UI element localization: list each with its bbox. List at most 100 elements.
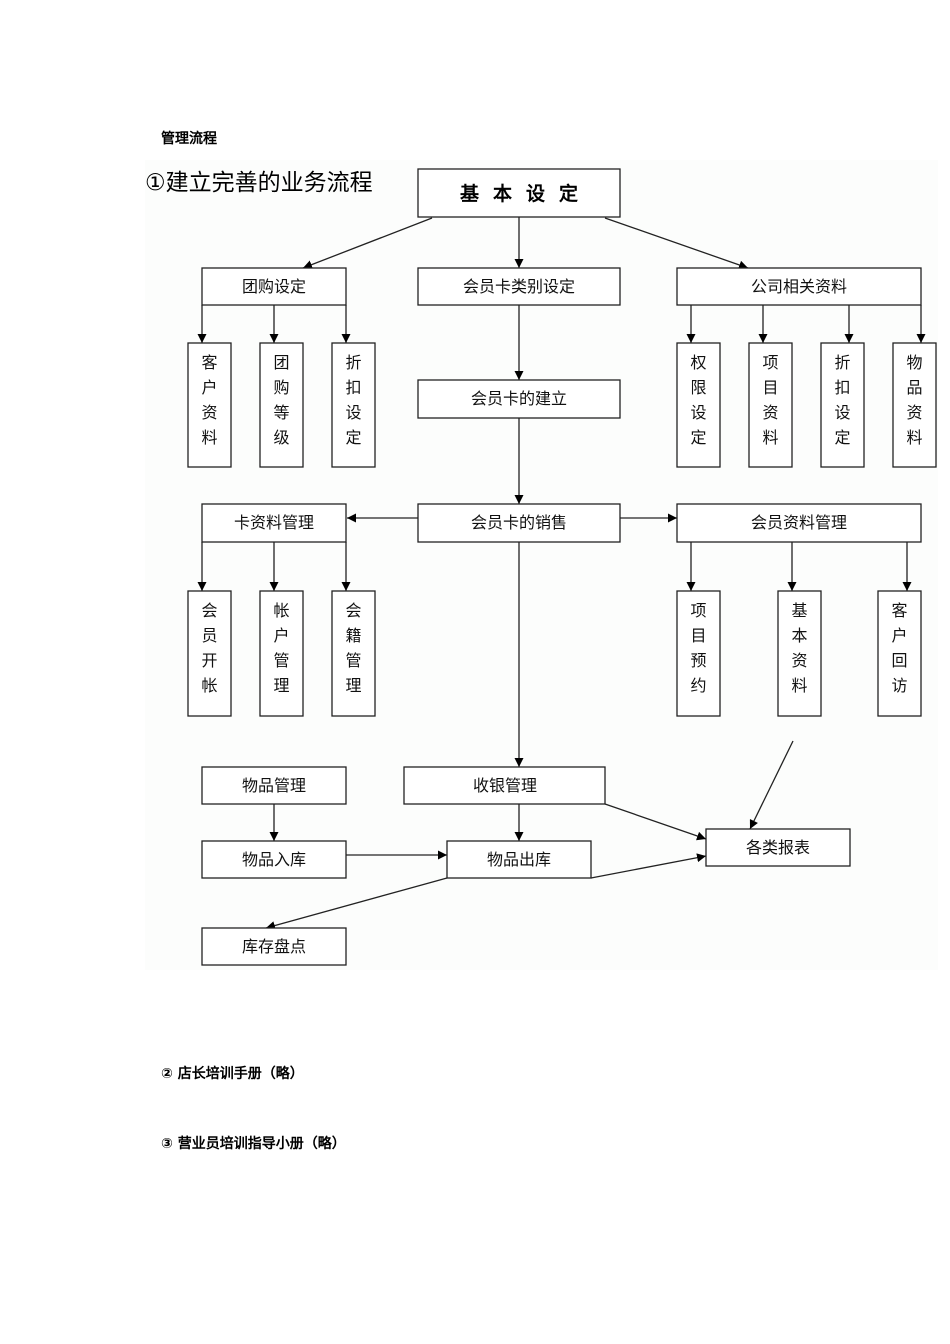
node-gb-discount-char: 扣 <box>345 378 361 397</box>
node-mm-basic-char: 资 <box>791 651 807 670</box>
node-mm-booking-char: 约 <box>690 676 706 695</box>
node-mm-followup-char: 回 <box>891 651 907 670</box>
node-card-create: 会员卡的建立 <box>417 379 621 419</box>
node-gb-customer-char: 料 <box>201 428 217 447</box>
node-cashier-mgmt: 收银管理 <box>403 766 606 805</box>
node-inventory-label: 库存盘点 <box>242 937 306 956</box>
node-gb-customer-char: 资 <box>201 403 217 422</box>
node-root: 基本设定 <box>417 168 621 218</box>
node-ci-discount-char: 定 <box>834 428 850 447</box>
node-cm-account-char: 户 <box>273 626 289 645</box>
node-cm-membership-char: 理 <box>345 676 361 695</box>
diagram-title: ①建立完善的业务流程 <box>145 170 373 196</box>
node-group-buy-label: 团购设定 <box>242 277 306 296</box>
node-gb-discount-char: 设 <box>345 403 361 422</box>
node-ci-project-char: 料 <box>762 428 778 447</box>
node-ci-project-char: 项 <box>762 353 778 372</box>
node-mm-basic-char: 基 <box>791 601 807 620</box>
node-cm-open-char: 会 <box>201 601 217 620</box>
node-card-sale-label: 会员卡的销售 <box>471 513 567 532</box>
node-gb-level-char: 购 <box>273 378 289 397</box>
node-mm-followup-char: 访 <box>891 676 907 695</box>
node-inventory: 库存盘点 <box>201 927 347 966</box>
node-cm-account-char: 帐 <box>273 601 289 620</box>
node-cm-membership-char: 籍 <box>345 626 361 645</box>
node-ci-goods-char: 资 <box>906 403 922 422</box>
section-store-manager-manual: ② 店长培训手册（略） <box>161 1066 304 1082</box>
node-goods-in: 物品入库 <box>201 840 347 879</box>
node-ci-discount-char: 折 <box>834 353 850 372</box>
node-ci-project-char: 目 <box>762 378 778 397</box>
arrow-root-to-groupbuy <box>302 217 433 269</box>
node-gb-discount-char: 定 <box>345 428 361 447</box>
node-mm-followup-char: 客 <box>891 601 907 620</box>
node-goods-out-label: 物品出库 <box>487 850 551 869</box>
node-ci-goods-char: 物 <box>906 353 922 372</box>
node-ci-goods-char: 品 <box>906 378 922 397</box>
node-card-type-label: 会员卡类别设定 <box>463 277 575 296</box>
node-card-sale: 会员卡的销售 <box>417 503 621 543</box>
node-card-info-mgmt-label: 卡资料管理 <box>234 513 314 532</box>
node-mm-booking-char: 预 <box>690 651 706 670</box>
node-goods-in-label: 物品入库 <box>242 850 306 869</box>
node-card-type: 会员卡类别设定 <box>417 267 621 306</box>
node-cm-open-char: 开 <box>201 651 217 670</box>
node-mm-booking-char: 项 <box>690 601 706 620</box>
arrow-out-to-reports <box>590 853 707 879</box>
node-cm-open-char: 帐 <box>201 676 217 695</box>
arrow-out-to-inventory <box>265 877 448 930</box>
connectors <box>197 217 926 930</box>
node-card-info-mgmt: 卡资料管理 <box>201 503 347 543</box>
node-gb-customer-char: 客 <box>201 353 217 372</box>
node-reports-label: 各类报表 <box>746 838 810 857</box>
node-ci-permission-char: 设 <box>690 403 706 422</box>
node-mm-basic-char: 本 <box>791 626 807 645</box>
node-gb-discount-char: 折 <box>345 353 361 372</box>
node-ci-permission-char: 定 <box>690 428 706 447</box>
node-gb-level-char: 等 <box>273 403 289 422</box>
node-group-buy: 团购设定 <box>201 267 347 306</box>
node-ci-discount-char: 扣 <box>834 378 850 397</box>
node-gb-level-char: 级 <box>273 428 289 447</box>
node-company-info: 公司相关资料 <box>676 267 922 306</box>
node-ci-project-char: 资 <box>762 403 778 422</box>
node-cm-membership-char: 会 <box>345 601 361 620</box>
node-company-info-label: 公司相关资料 <box>751 277 847 296</box>
node-goods-out: 物品出库 <box>446 840 592 879</box>
node-mm-basic-char: 料 <box>791 676 807 695</box>
business-flow-diagram: ①建立完善的业务流程 基本设定 <box>145 160 938 970</box>
node-mm-followup-char: 户 <box>891 626 907 645</box>
node-goods-mgmt: 物品管理 <box>201 766 347 805</box>
node-card-create-label: 会员卡的建立 <box>471 389 567 408</box>
node-member-info-mgmt-label: 会员资料管理 <box>751 513 847 532</box>
node-cm-account-char: 理 <box>273 676 289 695</box>
node-member-info-mgmt: 会员资料管理 <box>676 503 922 543</box>
node-reports: 各类报表 <box>705 828 851 867</box>
node-cm-open-char: 员 <box>201 626 217 645</box>
node-cm-membership-char: 管 <box>345 651 361 670</box>
node-mm-booking-char: 目 <box>690 626 706 645</box>
node-root-label: 基本设定 <box>459 182 592 205</box>
node-gb-customer-char: 户 <box>201 378 217 397</box>
node-ci-permission-char: 限 <box>690 378 706 397</box>
node-goods-mgmt-label: 物品管理 <box>242 776 306 795</box>
arrow-basic-to-reports <box>749 740 794 830</box>
node-ci-goods-char: 料 <box>906 428 922 447</box>
node-cm-account-char: 管 <box>273 651 289 670</box>
node-cashier-mgmt-label: 收银管理 <box>473 776 537 795</box>
arrow-root-to-company <box>604 217 749 270</box>
node-ci-discount-char: 设 <box>834 403 850 422</box>
